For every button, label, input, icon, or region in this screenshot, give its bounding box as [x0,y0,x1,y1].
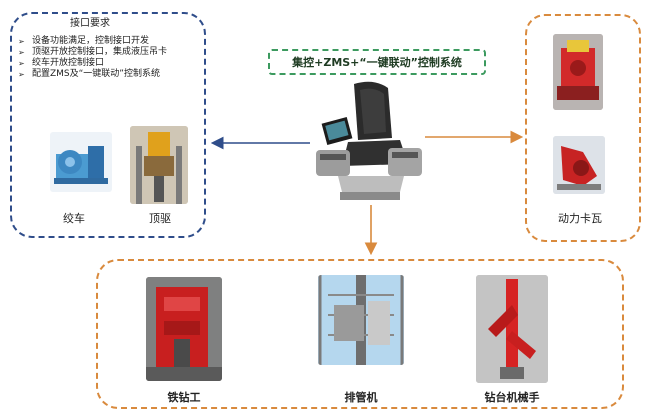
pipe-handler-label: 排管机 [344,391,378,404]
requirement-item: ➢设备功能满足，控制接口开发 [18,36,150,46]
top-drive-photo [130,126,188,204]
top-drive-label: 顶驱 [149,212,171,225]
bullet-arrow-icon: ➢ [18,37,25,46]
bullet-arrow-icon: ➢ [18,48,25,57]
drill-floor-robot-photo [476,275,548,383]
bullet-arrow-icon: ➢ [18,70,25,79]
power-slips-group: 动力卡瓦 [525,14,641,242]
requirement-item: ➢顶驱开放控制接口，集成液压吊卡 [18,47,168,57]
drawworks-photo [50,132,112,192]
iron-roughneck-photo [146,277,222,381]
pipe-handler-photo [318,275,404,365]
bullet-arrow-icon: ➢ [18,59,25,68]
drawworks-label: 绞车 [63,212,85,225]
drill-floor-robot-label: 钻台机械手 [484,391,540,404]
interface-requirements-group: 接口要求 ➢设备功能满足，控制接口开发 ➢顶驱开放控制接口，集成液压吊卡 ➢绞车… [10,12,206,238]
requirements-heading: 接口要求 [70,18,110,29]
requirements-list: ➢设备功能满足，控制接口开发 ➢顶驱开放控制接口，集成液压吊卡 ➢绞车开放控制接… [18,36,167,80]
power-slips-photo-bottom [553,136,605,194]
control-chair-image [312,80,424,204]
drill-floor-equipment-group: 铁钻工 排管机 钻台机械手 [96,259,624,409]
requirement-item: ➢配置ZMS及“一键联动”控制系统 [18,69,160,79]
iron-roughneck-label: 铁钻工 [167,391,201,404]
control-system-title: 集控+ZMS+“一键联动”控制系统 [268,49,486,75]
power-slips-photo-top [553,34,603,110]
requirement-item: ➢绞车开放控制接口 [18,58,105,68]
power-slips-label: 动力卡瓦 [558,212,602,225]
